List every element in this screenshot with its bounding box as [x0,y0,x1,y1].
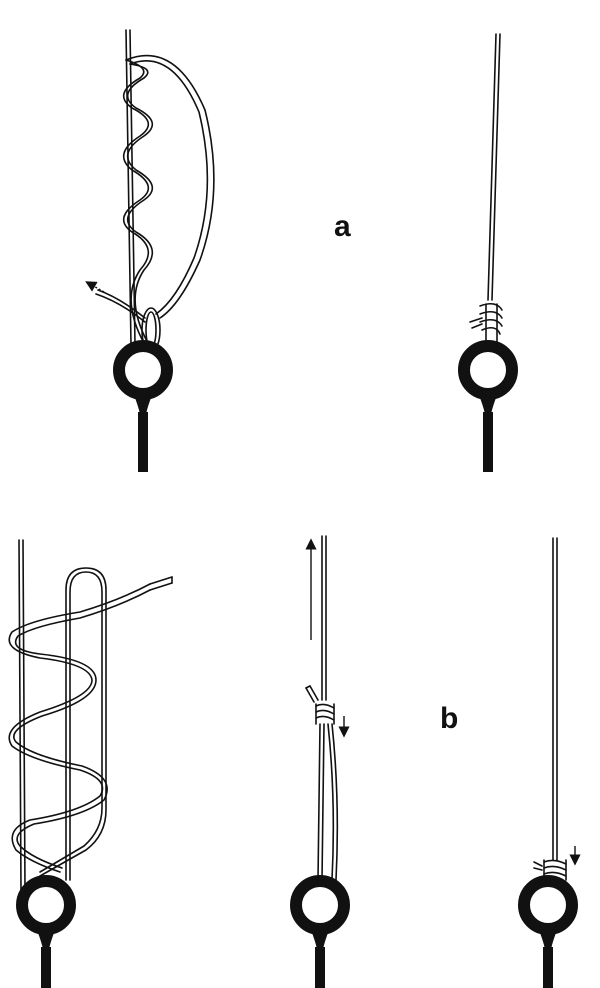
pull-arrows [305,538,350,738]
pull-direction-arrow [85,281,105,293]
step-b2-line [305,535,339,881]
panel-b: b [8,535,581,988]
panel-a: a [85,29,512,472]
panel-label-b: b [440,702,458,735]
step-a2-hook [464,346,512,472]
panel-label-a: a [334,210,351,243]
step-b3-hook [524,881,572,988]
step-b2-hook [296,881,344,988]
step-b1-hook [22,881,70,988]
step-a1-hook [119,346,167,472]
step-b3-line [533,537,567,881]
step-b1-line [8,539,173,891]
step-a1-line [95,29,215,353]
step-a2-line [469,33,503,347]
